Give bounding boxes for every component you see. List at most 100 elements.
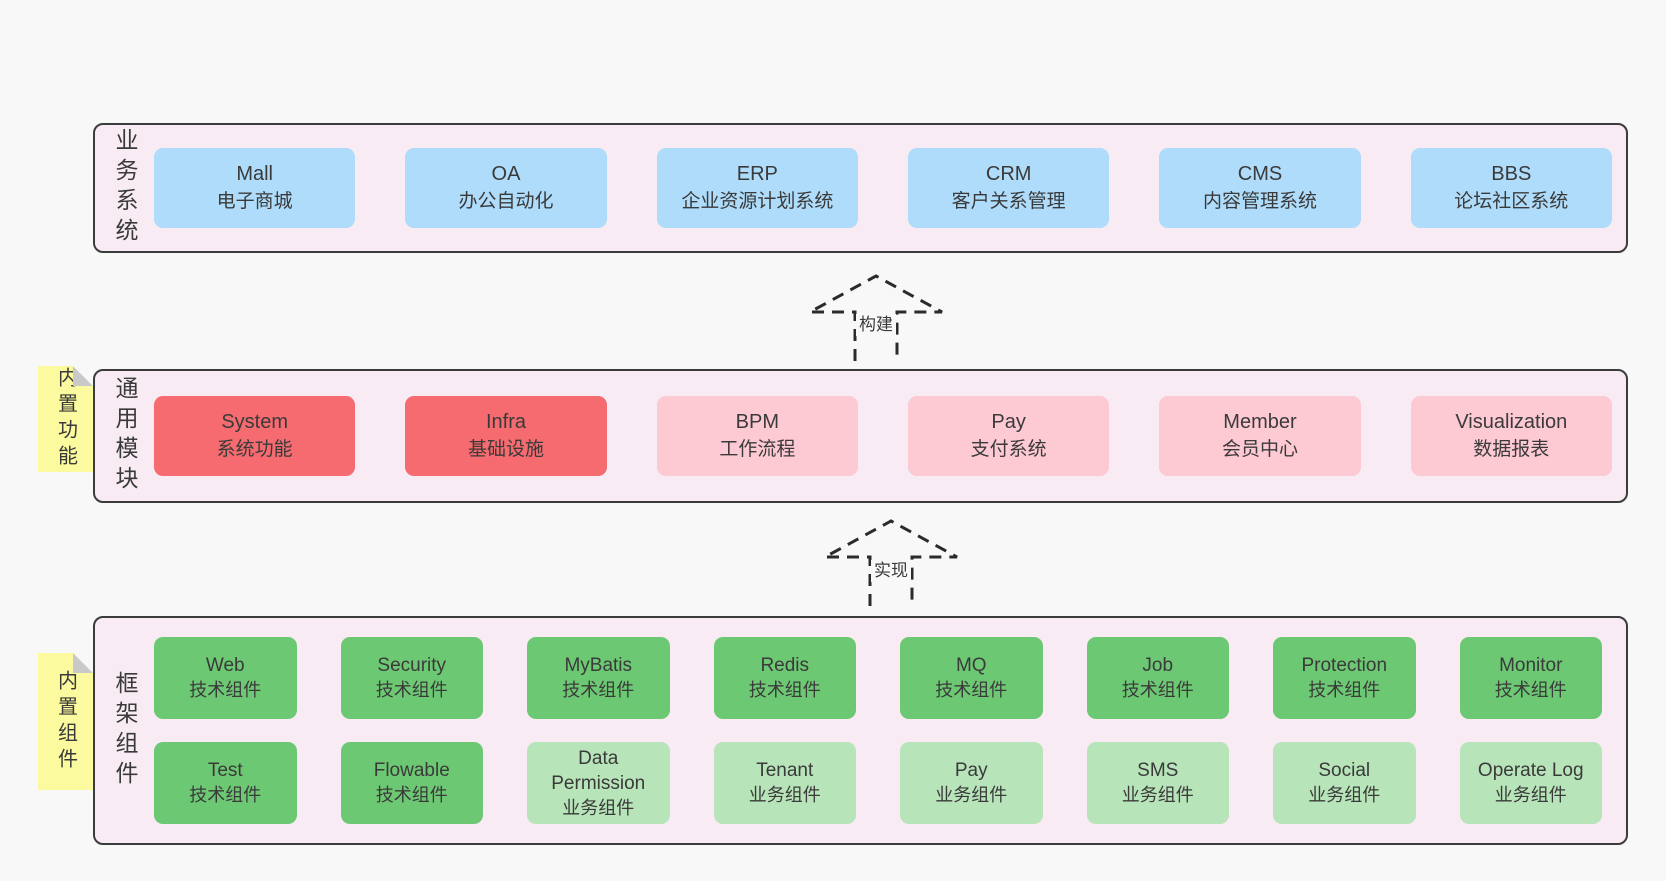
box-subtitle: 工作流程	[719, 439, 796, 460]
box-title: Test	[207, 760, 243, 781]
box-title: Tenant	[756, 760, 814, 781]
box-subtitle: 业务组件	[748, 785, 821, 805]
note-fold-icon	[73, 653, 93, 673]
sticky-note-builtin-features: 内置功能	[38, 366, 93, 472]
layer-label-text: 业务系统	[112, 128, 138, 248]
box-cms: CMS 内容管理系统	[1159, 148, 1361, 228]
box-title: Web	[205, 655, 245, 676]
box-subtitle: 基础设施	[467, 439, 544, 460]
layer-label-text: 通用模块	[112, 376, 138, 496]
box-subtitle: 内容管理系统	[1202, 191, 1317, 212]
box-operate-log: Operate Log 业务组件	[1459, 742, 1602, 824]
box-redis: Redis 技术组件	[713, 637, 856, 719]
box-title: Security	[377, 655, 447, 676]
box-subtitle: 论坛社区系统	[1454, 191, 1569, 212]
box-title: Infra	[485, 411, 526, 433]
box-tenant: Tenant 业务组件	[713, 742, 856, 824]
box-data-permission: Data Permission 业务组件	[527, 742, 670, 824]
dashed-up-arrow-build	[809, 274, 943, 361]
business-boxes-row: Mall 电子商城 OA 办公自动化 ERP 企业资源计划系统 CRM 客户关系…	[154, 125, 1626, 251]
box-protection: Protection 技术组件	[1273, 637, 1416, 719]
box-title: Pay	[991, 411, 1026, 433]
box-subtitle: 数据报表	[1473, 439, 1550, 460]
box-title: Mall	[236, 163, 273, 185]
layer-label-business: 业务系统	[95, 125, 154, 251]
box-subtitle: 办公自动化	[458, 191, 554, 212]
layer-label-text: 框架组件	[112, 670, 138, 791]
box-title: OA	[491, 163, 521, 185]
box-title: Flowable	[373, 760, 450, 781]
box-oa: OA 办公自动化	[405, 148, 607, 228]
box-subtitle: 业务组件	[1494, 785, 1567, 805]
components-row-2: Test 技术组件 Flowable 技术组件 Data Permission …	[154, 742, 1602, 824]
box-flowable: Flowable 技术组件	[340, 742, 483, 824]
box-title: Member	[1223, 411, 1297, 433]
common-modules-panel: 通用模块 System 系统功能 Infra 基础设施 BPM 工作流程 Pay…	[93, 369, 1628, 503]
sticky-note-builtin-components: 内置组件	[38, 653, 93, 790]
box-subtitle: 业务组件	[1121, 785, 1194, 805]
box-subtitle: 技术组件	[1308, 680, 1381, 700]
note-fold-icon	[73, 366, 93, 386]
box-title: Visualization	[1455, 411, 1568, 433]
box-job: Job 技术组件	[1086, 637, 1229, 719]
box-title: MyBatis	[564, 655, 633, 676]
box-subtitle: 支付系统	[970, 439, 1047, 460]
arrow-label-build: 构建	[856, 314, 896, 336]
box-bbs: BBS 论坛社区系统	[1410, 148, 1612, 228]
box-social: Social 业务组件	[1273, 742, 1416, 824]
note-text: 内置组件	[54, 669, 77, 774]
box-sms: SMS 业务组件	[1086, 742, 1229, 824]
box-pay: Pay 支付系统	[907, 396, 1110, 476]
box-mall: Mall 电子商城	[154, 148, 356, 228]
box-pay-biz: Pay 业务组件	[900, 742, 1043, 824]
box-test: Test 技术组件	[154, 742, 297, 824]
layer-label-components: 框架组件	[95, 618, 154, 843]
arrow-label-implement: 实现	[871, 560, 911, 582]
box-title: BPM	[735, 411, 779, 433]
components-rows: Web 技术组件 Security 技术组件 MyBatis 技术组件 Redi…	[154, 618, 1626, 843]
box-system: System 系统功能	[154, 396, 356, 476]
box-title: Protection	[1301, 655, 1388, 676]
box-subtitle: 业务组件	[935, 785, 1008, 805]
box-subtitle: 技术组件	[375, 785, 448, 805]
box-web: Web 技术组件	[154, 637, 297, 719]
box-subtitle: 技术组件	[189, 680, 262, 700]
box-member: Member 会员中心	[1159, 396, 1361, 476]
box-title: Pay	[954, 760, 988, 781]
box-subtitle: 客户关系管理	[951, 191, 1066, 212]
box-bpm: BPM 工作流程	[656, 396, 858, 476]
business-systems-panel: 业务系统 Mall 电子商城 OA 办公自动化 ERP 企业资源计划系统 CRM…	[93, 123, 1628, 253]
layer-label-modules: 通用模块	[95, 371, 154, 501]
box-subtitle: 技术组件	[375, 680, 448, 700]
box-title: Data Permission	[551, 747, 646, 794]
box-security: Security 技术组件	[340, 637, 483, 719]
box-subtitle: 电子商城	[216, 191, 293, 212]
modules-boxes-row: System 系统功能 Infra 基础设施 BPM 工作流程 Pay 支付系统…	[154, 371, 1626, 501]
box-title: MQ	[955, 655, 987, 676]
box-subtitle: 技术组件	[1494, 680, 1567, 700]
box-subtitle: 技术组件	[1121, 680, 1194, 700]
box-title: SMS	[1137, 760, 1179, 781]
box-visualization: Visualization 数据报表	[1410, 396, 1612, 476]
box-title: CMS	[1237, 163, 1283, 185]
box-title: System	[221, 411, 288, 433]
box-subtitle: 技术组件	[189, 785, 262, 805]
box-title: ERP	[736, 163, 778, 185]
box-mybatis: MyBatis 技术组件	[527, 637, 670, 719]
framework-components-panel: 框架组件 Web 技术组件 Security 技术组件 MyBatis 技术组件…	[93, 616, 1628, 845]
box-erp: ERP 企业资源计划系统	[656, 148, 858, 228]
box-title: Social	[1318, 760, 1371, 781]
components-row-1: Web 技术组件 Security 技术组件 MyBatis 技术组件 Redi…	[154, 637, 1602, 719]
box-title: Redis	[760, 655, 810, 676]
box-crm: CRM 客户关系管理	[907, 148, 1110, 228]
box-subtitle: 企业资源计划系统	[681, 191, 834, 212]
box-title: Operate Log	[1477, 760, 1584, 781]
box-subtitle: 会员中心	[1221, 439, 1298, 460]
dashed-up-arrow-implement	[824, 519, 958, 606]
box-subtitle: 系统功能	[216, 439, 293, 460]
box-subtitle: 业务组件	[1308, 785, 1381, 805]
box-title: CRM	[985, 163, 1032, 185]
box-monitor: Monitor 技术组件	[1459, 637, 1602, 719]
box-title: Monitor	[1499, 655, 1563, 676]
